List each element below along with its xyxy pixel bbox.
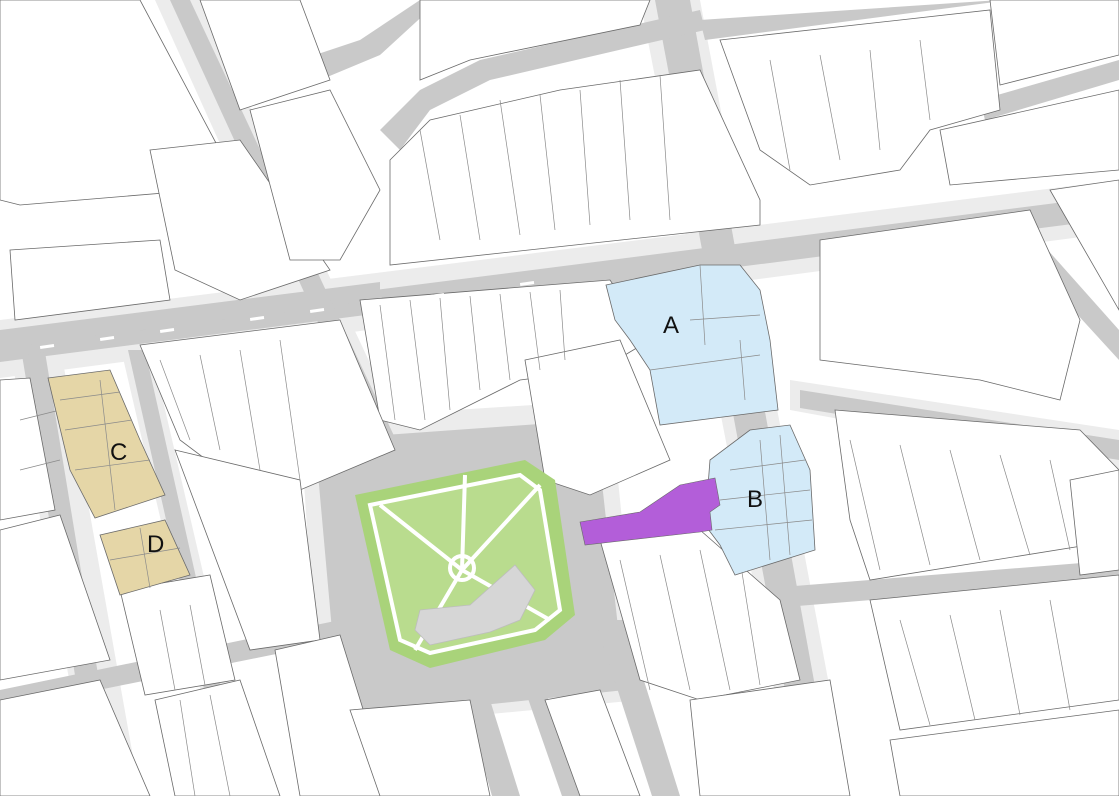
highlighted-plot[interactable] [579, 477, 721, 546]
park-fountain [448, 554, 476, 582]
area-label-c: C [110, 439, 127, 466]
area-d[interactable]: D [99, 519, 191, 596]
area-label-a: A [663, 312, 679, 339]
area-label-d: D [147, 531, 164, 558]
area-a-shape [605, 264, 779, 426]
park-monument [414, 564, 536, 646]
plot-subdivisions [19, 39, 1071, 796]
park-square[interactable] [355, 460, 575, 668]
area-a[interactable]: A [605, 264, 779, 426]
area-label-b: B [747, 486, 763, 513]
area-c-shape [47, 369, 166, 519]
area-b[interactable]: B [704, 424, 816, 576]
road-markings [39, 208, 1095, 349]
area-c[interactable]: C [47, 369, 166, 519]
